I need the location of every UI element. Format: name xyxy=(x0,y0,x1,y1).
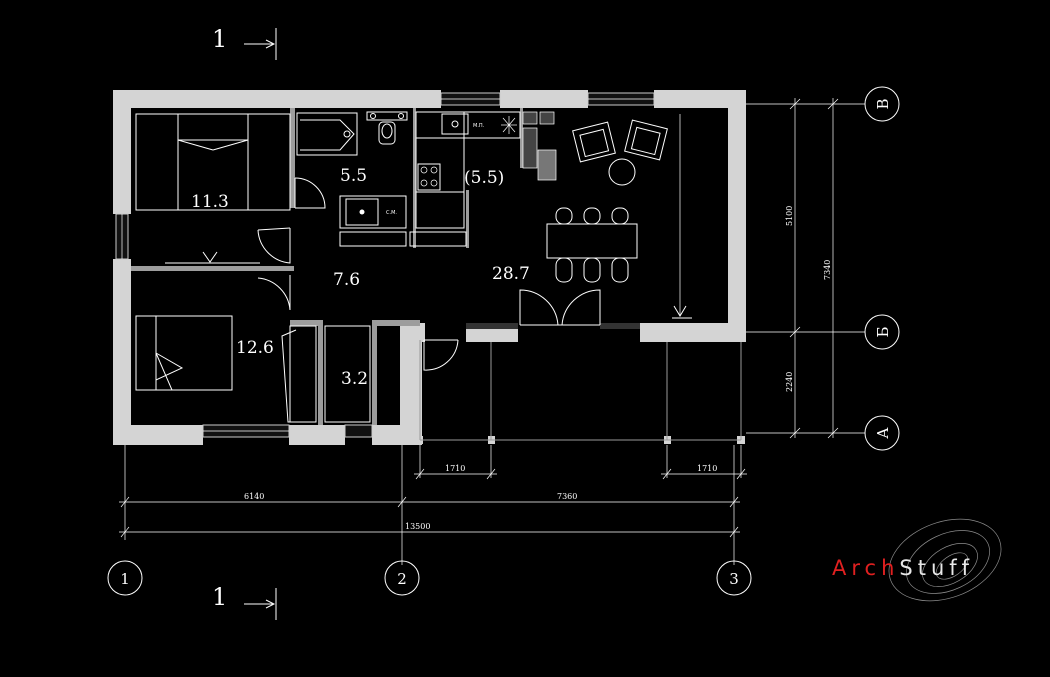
dim-axis-1-2: 6140 xyxy=(244,492,264,501)
dim-right-lower: 2240 xyxy=(785,372,794,392)
section-mark-bottom: 1 xyxy=(212,583,227,611)
bed-double-1 xyxy=(135,113,291,211)
logo-part-arch: Arch xyxy=(832,556,900,580)
room-labels: 11.3 5.5 (5.5) 7.6 28.7 12.6 3.2 xyxy=(191,166,530,389)
room-area-storage: 3.2 xyxy=(341,369,368,389)
room-area-hall: 7.6 xyxy=(333,270,360,290)
axis-markers: 1 2 3 В Б А xyxy=(107,86,900,596)
room-area-bedroom-1: 11.3 xyxy=(191,192,229,212)
porch xyxy=(419,340,742,441)
room-area-living: 28.7 xyxy=(492,264,530,284)
room-area-kitchen: (5.5) xyxy=(464,168,504,188)
radiator-1 xyxy=(165,251,260,264)
dim-right-total: 7340 xyxy=(823,260,832,280)
axis-col-3: 3 xyxy=(729,570,739,588)
dim-porch-left: 1710 xyxy=(445,464,465,473)
kitchen-fixtures: М.П. xyxy=(409,111,557,247)
dim-total: 13500 xyxy=(405,522,430,531)
washing-machine-label: С.М. xyxy=(386,210,397,216)
axis-row-b: Б xyxy=(874,326,892,337)
windows xyxy=(115,92,655,438)
dishwasher-label: М.П. xyxy=(473,123,485,129)
walls xyxy=(113,90,746,445)
room-area-bathroom: 5.5 xyxy=(340,166,367,186)
bed-double-2 xyxy=(135,315,317,423)
bottom-dimensions: 1710 1710 6140 7360 13500 xyxy=(119,445,747,565)
bathroom-fixtures: С.М. xyxy=(296,111,408,247)
doors xyxy=(257,177,601,423)
living-furniture xyxy=(546,114,692,319)
logo-part-stuff: Stuff xyxy=(899,556,975,580)
archstuff-logo: ArchStuff xyxy=(832,556,974,580)
axis-row-v: В xyxy=(874,98,892,109)
dim-axis-2-3: 7360 xyxy=(557,492,577,501)
axis-col-2: 2 xyxy=(397,570,407,588)
dim-right-upper: 5100 xyxy=(785,206,794,226)
section-marks: 1 1 xyxy=(212,25,277,620)
storage-shelves xyxy=(324,325,371,423)
axis-col-1: 1 xyxy=(120,570,130,588)
logo-swirl xyxy=(888,518,1002,602)
room-area-bedroom-2: 12.6 xyxy=(236,338,274,358)
dim-porch-right: 1710 xyxy=(697,464,717,473)
section-mark-top: 1 xyxy=(212,25,227,53)
right-dimensions: 5100 7340 2240 xyxy=(746,98,865,439)
axis-row-a: А xyxy=(874,427,892,439)
